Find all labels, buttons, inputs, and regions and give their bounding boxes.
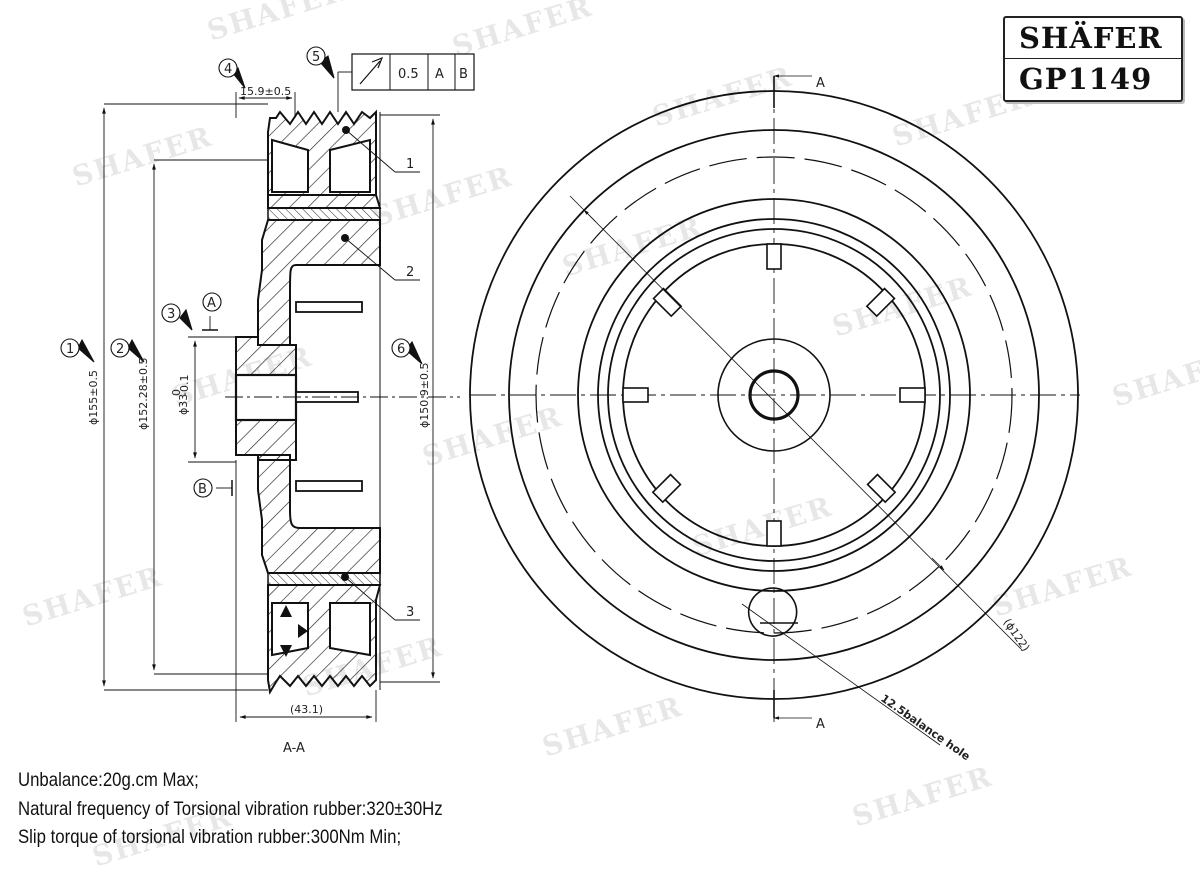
title-block: SHÄFER GP1149 <box>1003 16 1183 102</box>
balance-hole <box>747 587 798 624</box>
svg-text:6: 6 <box>397 342 405 357</box>
balloon-1: 1 <box>60 338 95 363</box>
datum-a-symbol: A <box>202 292 222 312</box>
svg-text:4: 4 <box>224 62 232 77</box>
svg-text:ϕ33: ϕ33 <box>177 394 190 415</box>
note-unbalance: Unbalance:20g.cm Max; <box>18 769 199 791</box>
svg-text:A: A <box>816 717 825 732</box>
svg-text:1: 1 <box>66 342 74 357</box>
part-number: GP1149 <box>1005 58 1181 99</box>
svg-text:2: 2 <box>406 265 414 280</box>
balloon-5: 5 <box>306 46 335 79</box>
svg-text:3: 3 <box>167 307 175 322</box>
svg-text:0.5: 0.5 <box>398 67 419 82</box>
datum-b-symbol: B <box>193 478 213 498</box>
svg-text:B: B <box>198 482 207 497</box>
svg-text:15.9±0.5: 15.9±0.5 <box>240 85 291 98</box>
svg-text:5: 5 <box>312 50 320 65</box>
balloons: 1 2 3 4 5 6 A B <box>60 46 423 498</box>
balloon-3: 3 <box>161 303 193 331</box>
svg-text:0: 0 <box>170 389 183 396</box>
pin-slots <box>622 243 926 547</box>
section-dimensions <box>102 71 440 722</box>
svg-text:-0.1: -0.1 <box>178 375 191 396</box>
note-natural-frequency: Natural frequency of Torsional vibration… <box>18 797 443 820</box>
svg-text:(43.1): (43.1) <box>290 703 323 716</box>
hub-lower-section <box>257 454 381 574</box>
balloon-6: 6 <box>391 338 423 365</box>
front-view <box>469 74 1080 746</box>
svg-text:12.5balance hole: 12.5balance hole <box>878 692 972 763</box>
technical-notes: Unbalance:20g.cm Max; Natural frequency … <box>18 766 443 852</box>
brand-logo: SHÄFER <box>1019 21 1163 55</box>
svg-text:2: 2 <box>116 342 124 357</box>
section-marker-bottom <box>773 690 812 720</box>
svg-text:B: B <box>459 67 468 82</box>
svg-text:ϕ155±0.5: ϕ155±0.5 <box>87 370 100 425</box>
svg-text:A: A <box>435 67 444 82</box>
svg-text:ϕ152.28±0.5: ϕ152.28±0.5 <box>137 358 150 430</box>
svg-text:3: 3 <box>406 605 414 620</box>
section-view-a-a <box>225 109 460 695</box>
feature-control-frame: 0.5 A B <box>351 53 475 91</box>
hub-upper-section <box>257 219 381 346</box>
balloon-2: 2 <box>110 338 145 363</box>
note-slip-torque: Slip torque of torsional vibration rubbe… <box>18 826 402 848</box>
circular-runout-icon <box>359 56 384 85</box>
svg-text:A: A <box>816 76 825 91</box>
section-dimension-text: ϕ155±0.5 ϕ152.28±0.5 ϕ33 0 -0.1 ϕ150.9±0… <box>87 85 431 756</box>
balloon-4: 4 <box>218 58 246 89</box>
svg-text:ϕ150.9±0.5: ϕ150.9±0.5 <box>418 363 431 428</box>
section-marker-top <box>773 74 812 108</box>
section-label: A-A <box>283 741 305 756</box>
svg-text:A: A <box>207 296 216 311</box>
svg-text:(ϕ122): (ϕ122) <box>1001 616 1033 654</box>
svg-text:1: 1 <box>406 157 414 172</box>
